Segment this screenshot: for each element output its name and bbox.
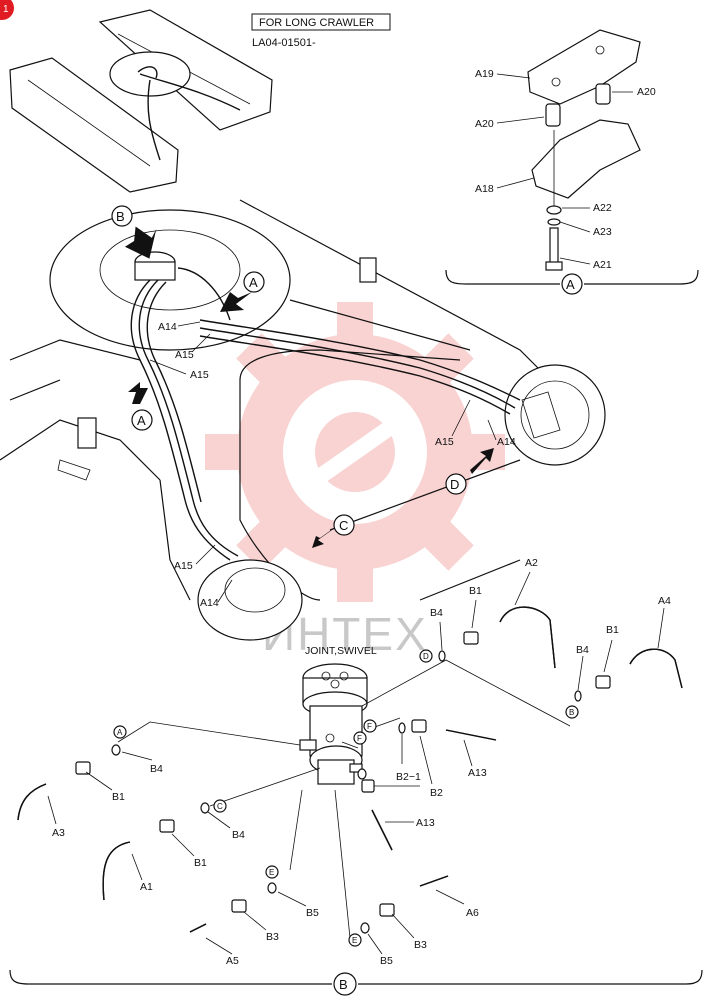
corner-badge: 1: [0, 0, 14, 20]
label-b2: B2: [430, 787, 443, 799]
port-letter-e2: E: [352, 936, 357, 945]
label-a1: A1: [140, 881, 153, 893]
callout-c: C: [339, 518, 348, 533]
corner-badge-text: 1: [3, 4, 9, 15]
label-b4-mid: B4: [232, 829, 245, 841]
title-box-text: FOR LONG CRAWLER: [259, 17, 374, 29]
label-a4: A4: [658, 595, 671, 607]
label-b4-top: B4: [430, 607, 443, 619]
label-a18: A18: [475, 183, 494, 195]
label-a20-right: A20: [637, 86, 656, 98]
port-letter-a: A: [117, 728, 123, 737]
label-b1-mid: B1: [194, 857, 207, 869]
label-a20-left: A20: [475, 118, 494, 130]
detail-b-callout: B: [339, 977, 348, 992]
label-b3-right: B3: [414, 939, 427, 951]
port-letter-b: B: [569, 708, 574, 717]
callout-d: D: [450, 477, 459, 492]
label-a22: A22: [593, 202, 612, 214]
label-b5-left: B5: [306, 907, 319, 919]
port-letter-e1: E: [269, 868, 274, 877]
label-a15-right: A15: [435, 436, 454, 448]
detail-a-callout: A: [566, 277, 575, 292]
label-a13-top: A13: [468, 767, 487, 779]
joint-swivel-label: JOINT,SWIVEL: [305, 645, 377, 657]
label-a19: A19: [475, 68, 494, 80]
port-letter-d: D: [423, 652, 429, 661]
callout-a-left: A: [137, 413, 146, 428]
label-a15-top: A15: [175, 349, 194, 361]
header: FOR LONG CRAWLER LA04-01501-: [251, 13, 391, 49]
swivel-joint-drawing: [299, 663, 368, 785]
detail-a: A19 A20 A20 A18 A22 A23 A21 A: [445, 29, 699, 295]
watermark-logo: [205, 302, 505, 602]
label-b5-bottom: B5: [380, 955, 393, 967]
label-a13-mid: A13: [416, 817, 435, 829]
serial-number: LA04-01501-: [252, 37, 316, 49]
label-b4-left: B4: [150, 763, 163, 775]
label-b4-right: B4: [576, 644, 589, 656]
detail-b: JOINT,SWIVEL A C D B F F E E: [9, 557, 703, 996]
port-letter-f1: F: [367, 722, 372, 731]
port-letter-f2: F: [357, 734, 362, 743]
label-a23: A23: [593, 226, 612, 238]
label-a15-left: A15: [190, 369, 209, 381]
label-a3: A3: [52, 827, 65, 839]
label-b3-left: B3: [266, 931, 279, 943]
callout-b-main: B: [116, 209, 125, 224]
port-letter-c: C: [217, 802, 223, 811]
label-b1-right: B1: [606, 624, 619, 636]
label-a14-right: A14: [497, 436, 516, 448]
label-a14-bottom: A14: [200, 597, 219, 609]
label-a6: A6: [466, 907, 479, 919]
label-a2: A2: [525, 557, 538, 569]
crawler-thumbnail: [9, 9, 273, 193]
callout-a-top: A: [249, 275, 258, 290]
main-view: B A A C D A14 A15 A15 A15 A14 A15 A14: [0, 199, 606, 641]
label-a14-top: A14: [158, 321, 177, 333]
label-b1-top: B1: [469, 585, 482, 597]
label-a15-bottom: A15: [174, 560, 193, 572]
label-b2-1: B2−1: [396, 771, 421, 783]
label-a21: A21: [593, 259, 612, 271]
label-a5: A5: [226, 955, 239, 967]
label-b1-left: B1: [112, 791, 125, 803]
